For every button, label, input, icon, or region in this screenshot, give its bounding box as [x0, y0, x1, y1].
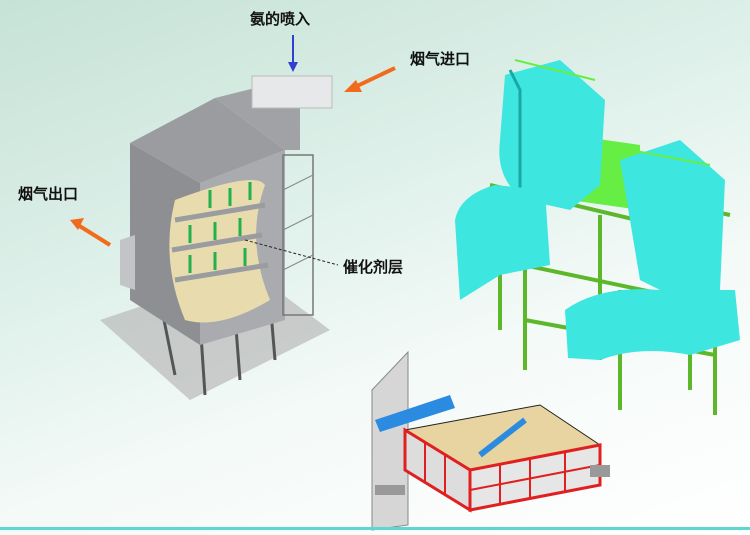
ammonia-injection-label: 氨的喷入	[250, 10, 311, 28]
bottom-divider	[0, 527, 750, 530]
stair-tower	[282, 154, 314, 316]
outlet-arrow	[76, 223, 112, 247]
ammonia-grid	[251, 75, 333, 109]
outlet-box	[120, 235, 135, 290]
flow-arrows	[188, 182, 252, 273]
catalyst-pointer	[244, 239, 339, 266]
duct-structure	[455, 59, 740, 415]
catalyst-layer-label: 催化剂层	[343, 258, 404, 276]
inlet-arrow	[354, 66, 396, 89]
flue-gas-inlet-label: 烟气进口	[410, 50, 471, 68]
reactor-roof	[130, 98, 285, 183]
catalyst-module	[371, 350, 610, 531]
catalyst-cutaway	[169, 180, 270, 323]
flue-gas-outlet-label: 烟气出口	[18, 185, 79, 203]
